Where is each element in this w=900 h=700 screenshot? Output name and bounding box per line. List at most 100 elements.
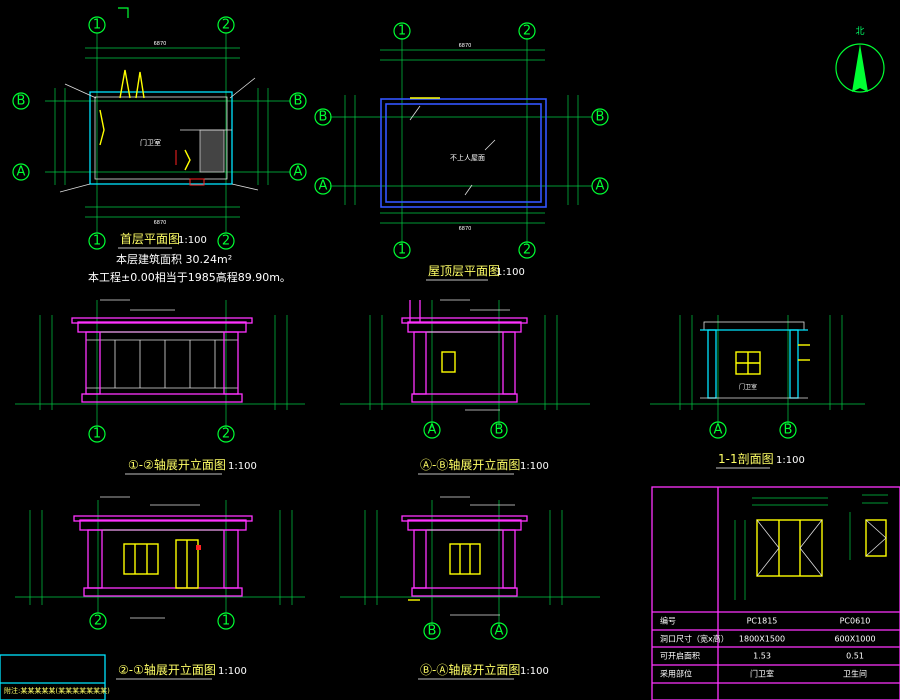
svg-text:1: 1 bbox=[222, 614, 230, 629]
elev2-axis-a: A bbox=[423, 421, 441, 439]
plan1-room-label: 门卫室 bbox=[140, 138, 161, 147]
plan1-elevation-note: 本工程±0.00相当于1985高程89.90m。 bbox=[88, 270, 291, 284]
plan1-scale: 1:100 bbox=[178, 235, 207, 246]
svg-text:2: 2 bbox=[523, 243, 531, 258]
svg-text:2: 2 bbox=[523, 24, 531, 39]
roof-axis-b-right: B bbox=[591, 108, 609, 126]
svg-text:6870: 6870 bbox=[459, 43, 472, 49]
plan1-axis-1-top: 1 bbox=[88, 16, 106, 34]
elevation-2-1: 2 1 bbox=[15, 496, 305, 630]
table-size-pc1815: 1800X1500 bbox=[739, 635, 785, 644]
svg-text:1: 1 bbox=[93, 427, 101, 442]
table-label-code: 编号 bbox=[660, 616, 676, 626]
svg-text:1: 1 bbox=[93, 234, 101, 249]
svg-text:B: B bbox=[428, 624, 437, 639]
elev4-axis-b: B bbox=[423, 622, 441, 640]
elev3-axis-1: 1 bbox=[217, 612, 235, 630]
roof-axis-2-bottom: 2 bbox=[518, 241, 536, 259]
elev3-scale: 1:100 bbox=[218, 666, 247, 677]
svg-text:B: B bbox=[294, 94, 303, 109]
table-size-pc0610: 600X1000 bbox=[834, 635, 875, 644]
roof-note: 不上人屋面 bbox=[450, 153, 485, 162]
roof-axis-2-top: 2 bbox=[518, 22, 536, 40]
svg-text:2: 2 bbox=[222, 18, 230, 33]
window-schedule: 编号 PC1815 PC0610 洞口尺寸（宽x高） 1800X1500 600… bbox=[651, 486, 900, 700]
svg-text:B: B bbox=[319, 110, 328, 125]
svg-text:2: 2 bbox=[222, 234, 230, 249]
section-1-1: 门卫室 A B bbox=[650, 315, 865, 439]
elev3-axis-2: 2 bbox=[89, 612, 107, 630]
svg-text:1: 1 bbox=[93, 18, 101, 33]
svg-text:1: 1 bbox=[398, 243, 406, 258]
elev4-title: Ⓑ-Ⓐ轴展开立面图 bbox=[420, 662, 520, 677]
table-label-location: 采用部位 bbox=[660, 669, 692, 679]
section-title: 1-1剖面图 bbox=[718, 452, 774, 466]
elev1-scale: 1:100 bbox=[228, 461, 257, 472]
roof-axis-b-left: B bbox=[314, 108, 332, 126]
svg-text:2: 2 bbox=[222, 427, 230, 442]
svg-text:B: B bbox=[17, 94, 26, 109]
roof-axis-a-right: A bbox=[591, 177, 609, 195]
svg-text:1: 1 bbox=[398, 24, 406, 39]
roof-plan-title: 屋顶层平面图 bbox=[428, 264, 500, 278]
plan1-axis-b-left: B bbox=[12, 92, 30, 110]
section-scale: 1:100 bbox=[776, 455, 805, 466]
ground-floor-plan: 6870 6870 门卫室 1 2 1 2 B A B A bbox=[12, 7, 307, 250]
elevation-a-b: A B bbox=[340, 299, 590, 439]
table-label-size: 洞口尺寸（宽x高） bbox=[660, 634, 729, 644]
elev4-axis-a: A bbox=[490, 622, 508, 640]
table-area-pc1815: 1.53 bbox=[753, 652, 771, 661]
roof-plan-scale: 1:100 bbox=[496, 267, 525, 278]
elev1-axis-1: 1 bbox=[88, 425, 106, 443]
elevation-b-a: B A bbox=[340, 496, 600, 640]
section-axis-a: A bbox=[709, 421, 727, 439]
elevation-1-2: 1 2 bbox=[15, 299, 305, 443]
elev1-title: ①-②轴展开立面图 bbox=[128, 457, 226, 472]
plan1-axis-a-left: A bbox=[12, 163, 30, 181]
svg-text:6870: 6870 bbox=[154, 220, 167, 226]
table-area-pc0610: 0.51 bbox=[846, 652, 864, 661]
plan1-axis-1-bottom: 1 bbox=[88, 232, 106, 250]
north-arrow: 北 bbox=[835, 26, 885, 93]
roof-axis-a-left: A bbox=[314, 177, 332, 195]
plan1-title: 首层平面图 bbox=[120, 232, 180, 246]
svg-text:A: A bbox=[714, 423, 723, 438]
plan1-axis-a-right: A bbox=[289, 163, 307, 181]
north-label: 北 bbox=[855, 26, 864, 37]
plan1-axis-2-top: 2 bbox=[217, 16, 235, 34]
footer-note-box: 附注:某某某某某(某某某某某某某) bbox=[0, 654, 110, 700]
elev4-scale: 1:100 bbox=[520, 666, 549, 677]
svg-text:6870: 6870 bbox=[459, 226, 472, 232]
svg-text:A: A bbox=[428, 423, 437, 438]
table-code-pc0610: PC0610 bbox=[840, 617, 871, 626]
roof-axis-1-top: 1 bbox=[393, 22, 411, 40]
roof-plan: 6870 6870 不上人屋面 1 2 1 2 B A B A bbox=[314, 22, 609, 259]
svg-text:A: A bbox=[596, 179, 605, 194]
elev3-title: ②-①轴展开立面图 bbox=[118, 662, 216, 677]
roof-axis-1-bottom: 1 bbox=[393, 241, 411, 259]
elev2-axis-b: B bbox=[490, 421, 508, 439]
svg-text:B: B bbox=[495, 423, 504, 438]
elev1-axis-2: 2 bbox=[217, 425, 235, 443]
svg-text:A: A bbox=[495, 624, 504, 639]
section-axis-b: B bbox=[779, 421, 797, 439]
svg-text:A: A bbox=[17, 165, 26, 180]
svg-text:2: 2 bbox=[94, 614, 102, 629]
table-code-pc1815: PC1815 bbox=[747, 617, 778, 626]
plan1-axis-b-right: B bbox=[289, 92, 307, 110]
footer-note: 附注:某某某某某(某某某某某某某) bbox=[4, 686, 110, 695]
svg-text:B: B bbox=[784, 423, 793, 438]
table-label-area: 可开启面积 bbox=[660, 651, 700, 661]
table-location-pc1815: 门卫室 bbox=[750, 669, 774, 679]
table-location-pc0610: 卫生间 bbox=[843, 669, 867, 679]
elev2-scale: 1:100 bbox=[520, 461, 549, 472]
svg-text:A: A bbox=[319, 179, 328, 194]
plan1-area-note: 本层建筑面积 30.24m² bbox=[116, 252, 232, 266]
plan1-axis-2-bottom: 2 bbox=[217, 232, 235, 250]
svg-text:6870: 6870 bbox=[154, 41, 167, 47]
svg-text:B: B bbox=[596, 110, 605, 125]
svg-text:A: A bbox=[294, 165, 303, 180]
elev2-title: Ⓐ-Ⓑ轴展开立面图 bbox=[420, 457, 520, 472]
section-room-label: 门卫室 bbox=[739, 383, 757, 391]
